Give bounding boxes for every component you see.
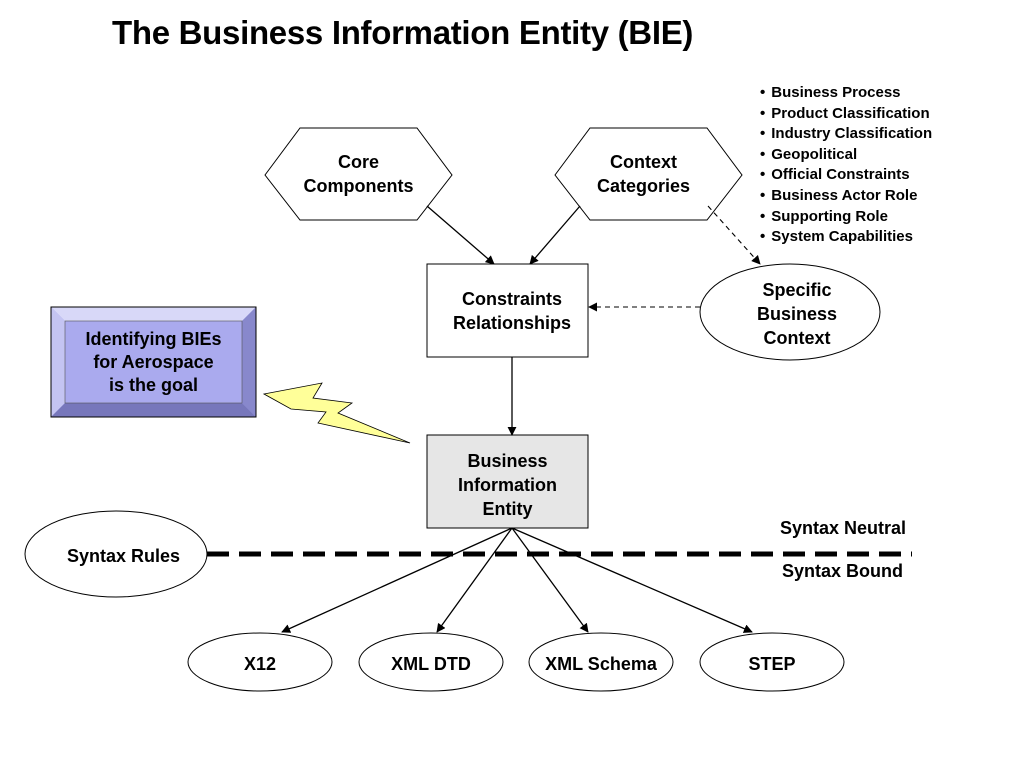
constraints-relationships-label: Constraints Relationships xyxy=(452,288,572,333)
xml-schema-ellipse xyxy=(528,632,674,692)
bie-box xyxy=(426,434,589,529)
context-categories-hexagon xyxy=(554,127,743,221)
context-categories-label: Context Categories xyxy=(596,152,691,196)
x12-ellipse xyxy=(187,632,333,692)
core-components-label: Core Components xyxy=(303,152,414,196)
bie-label: Business Information Entity xyxy=(458,451,557,519)
core-components-hexagon xyxy=(264,127,453,221)
syntax-neutral-label: Syntax Neutral xyxy=(780,518,907,538)
arrow-bie-to-xml-schema xyxy=(511,527,589,633)
context-category-item: Business Process xyxy=(760,83,932,104)
specific-business-context-label: Specific Business Context xyxy=(756,280,838,348)
xml-dtd-ellipse xyxy=(358,632,504,692)
context-category-item: System Capabilities xyxy=(760,227,932,248)
step-label: STEP xyxy=(748,654,796,674)
context-category-item: Geopolitical xyxy=(760,145,932,166)
context-category-list: Business Process Product Classification … xyxy=(760,83,932,248)
arrow-bie-to-x12 xyxy=(281,527,513,633)
context-category-item: Industry Classification xyxy=(760,124,932,145)
arrow-context-to-constraints xyxy=(529,205,581,265)
xml-dtd-label: XML DTD xyxy=(391,654,471,674)
specific-business-context-ellipse xyxy=(699,263,881,361)
goal-label: Identifying BIEs for Aerospace is the go… xyxy=(85,328,222,395)
xml-schema-label: XML Schema xyxy=(545,654,657,674)
x12-label: X12 xyxy=(243,654,277,674)
step-ellipse xyxy=(699,632,845,692)
page-title: The Business Information Entity (BIE) xyxy=(112,14,694,51)
arrow-context-to-specific xyxy=(707,205,761,265)
context-category-item: Official Constraints xyxy=(760,165,932,186)
arrow-bie-to-xml-dtd xyxy=(436,527,513,633)
constraints-relationships-box xyxy=(426,263,589,358)
goal-bevel-box xyxy=(50,306,257,418)
arrow-core-to-constraints xyxy=(426,205,495,265)
lightning-bolt-icon xyxy=(262,382,411,444)
syntax-rules-label: Syntax Rules xyxy=(66,546,181,566)
context-category-item: Business Actor Role xyxy=(760,186,932,207)
context-category-item: Supporting Role xyxy=(760,207,932,228)
syntax-bound-label: Syntax Bound xyxy=(782,561,904,581)
arrow-bie-to-step xyxy=(511,527,753,633)
context-category-item: Product Classification xyxy=(760,104,932,125)
